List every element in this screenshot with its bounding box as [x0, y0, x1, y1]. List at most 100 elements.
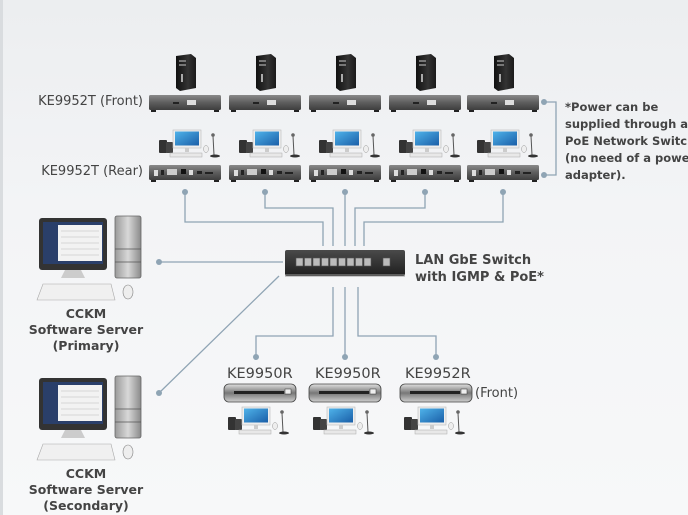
- port: [154, 170, 158, 176]
- port: [407, 169, 417, 175]
- power-note-line: supplied through a: [565, 117, 688, 131]
- port: [327, 169, 337, 175]
- monitor-stand: [339, 425, 343, 429]
- receiver-slot: [234, 391, 284, 394]
- microphone-icon: [530, 135, 533, 156]
- power-note-bracket: [544, 101, 557, 176]
- lan-switch: [285, 250, 405, 277]
- drive-bay: [259, 64, 266, 66]
- power-note: *Power can be supplied through a PoE Net…: [565, 99, 688, 184]
- speaker-icon: [326, 142, 333, 153]
- transmitter-front: [229, 95, 301, 112]
- transmitter-rear: [389, 165, 461, 182]
- port: [479, 170, 482, 175]
- port: [491, 102, 497, 104]
- mouse-icon: [521, 145, 527, 153]
- monitor-screen: [329, 408, 353, 423]
- speaker-icon: [319, 140, 327, 153]
- foot: [374, 110, 379, 112]
- port: [234, 170, 238, 176]
- tower-body: [256, 54, 276, 91]
- speaker-icon: [166, 142, 173, 153]
- server-label-line: CCKM: [65, 306, 107, 321]
- port: [485, 169, 495, 175]
- ethernet-port: [363, 257, 372, 267]
- microphone-icon: [212, 135, 215, 156]
- drive-bay: [179, 64, 186, 66]
- foot: [151, 180, 156, 182]
- receiver-port: [369, 388, 377, 395]
- speaker-icon: [477, 140, 485, 153]
- transmitter-chassis: [467, 95, 539, 110]
- server-label-line: (Primary): [52, 338, 120, 353]
- computer-tower-icon: [336, 54, 356, 91]
- tower-badge: [421, 74, 423, 82]
- speaker-icon: [484, 142, 491, 153]
- connection-dot: [422, 189, 428, 195]
- microphone-base: [528, 154, 538, 158]
- monitor-screen: [420, 408, 444, 423]
- mouse-icon: [448, 422, 454, 430]
- power-note-line: *Power can be: [565, 100, 659, 114]
- connection-dot: [433, 354, 439, 360]
- ethernet-port: [321, 257, 329, 267]
- ethernet-port: [346, 257, 355, 267]
- port: [173, 102, 179, 104]
- foot: [214, 180, 219, 182]
- microphone-head: [365, 410, 369, 414]
- microphone-head: [291, 133, 295, 137]
- receiver-workstation: [313, 406, 374, 435]
- port: [365, 172, 373, 174]
- foot: [294, 110, 299, 112]
- receiver-unit: [399, 383, 473, 403]
- microphone-icon: [281, 412, 284, 433]
- port: [472, 170, 476, 176]
- foot: [454, 110, 459, 112]
- receiver-workstation: [404, 406, 465, 435]
- receiver-label: KE9950R: [227, 366, 293, 382]
- receiver-port: [460, 388, 468, 395]
- transmitter-front: [389, 95, 461, 112]
- connection-dot: [156, 390, 162, 396]
- port: [285, 172, 293, 174]
- server-tower-icon: [114, 375, 142, 439]
- foot: [151, 110, 156, 112]
- monitor-screen: [493, 131, 517, 146]
- receiver-label: KE9950R: [315, 366, 381, 382]
- power-note-line: PoE Network Switch: [565, 134, 688, 148]
- mouse-icon: [363, 145, 369, 153]
- connection-dot: [342, 189, 348, 195]
- server-primary-label: CCKM Software Server (Primary): [11, 306, 161, 354]
- port: [499, 169, 504, 174]
- server-label-line: Software Server: [28, 322, 144, 337]
- port: [314, 170, 318, 176]
- receiver-workstation: [228, 406, 289, 435]
- keyboard-icon: [169, 152, 203, 158]
- server-label-line: Software Server: [28, 482, 144, 497]
- microphone-icon: [366, 412, 369, 433]
- link-switch-rx1: [255, 287, 334, 357]
- transmitter-rear: [149, 165, 221, 182]
- cckm-server: [36, 215, 142, 301]
- port: [523, 172, 531, 174]
- mouse-icon: [203, 145, 209, 153]
- microphone-head: [280, 410, 284, 414]
- microphone-base: [364, 431, 374, 435]
- monitor-stand: [430, 425, 434, 429]
- ethernet-port: [329, 257, 338, 267]
- drive-bay: [339, 60, 346, 62]
- monitor-screen: [335, 131, 359, 146]
- foot: [311, 180, 316, 182]
- tower-badge: [499, 74, 501, 82]
- microphone-icon: [452, 135, 455, 156]
- drive-bay: [179, 60, 186, 62]
- transmitter-workstation: [319, 129, 380, 158]
- microphone-icon: [372, 135, 375, 156]
- port: [357, 171, 362, 174]
- computer-tower-icon: [256, 54, 276, 91]
- microphone-base: [455, 431, 465, 435]
- port: [269, 170, 273, 175]
- transmitter-chassis: [389, 95, 461, 110]
- drive-bay: [497, 60, 504, 62]
- mouse-icon: [357, 422, 363, 430]
